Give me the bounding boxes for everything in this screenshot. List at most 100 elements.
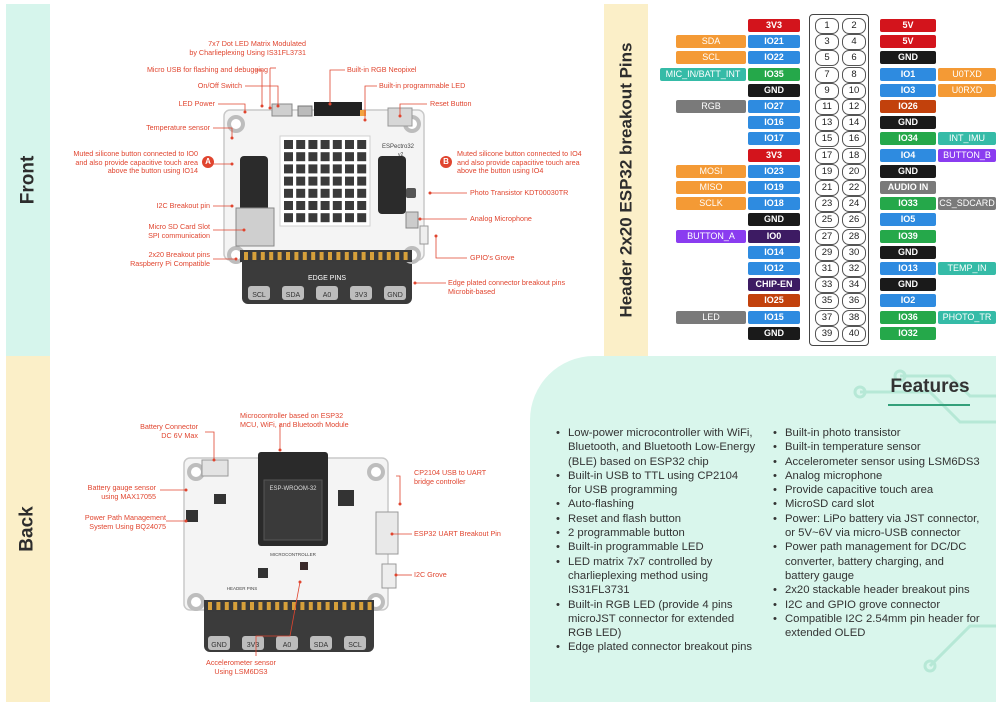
feature-item: Accelerometer sensor using LSM6DS3: [773, 455, 993, 470]
pin-number: 29: [815, 244, 839, 261]
feature-item: Low-power microcontroller with WiFi, Blu…: [556, 426, 776, 469]
pin-label: 5V: [880, 19, 936, 32]
ann-photo: Photo Transistor KDT00030TR: [470, 188, 569, 197]
pin-number: 37: [815, 309, 839, 326]
header-outline: [809, 14, 869, 346]
feature-item: Built-in RGB LED (provide 4 pins microJS…: [556, 598, 776, 641]
header-pin: [266, 602, 271, 610]
header-pin: [386, 252, 391, 260]
back-strip: [6, 356, 50, 702]
ann-onoff: On/Off Switch: [197, 81, 242, 90]
pin-number: 13: [815, 115, 839, 132]
header-pin: [224, 602, 229, 610]
pin-label: IO2: [880, 294, 936, 308]
feature-item: LED matrix 7x7 controlled by charlieplex…: [556, 555, 776, 598]
pin-label: IO4: [880, 148, 936, 162]
pin-label: SCLK: [676, 197, 746, 211]
led-dot: [357, 152, 367, 162]
edge-pad: [248, 286, 270, 300]
pin-label: PHOTO_TR: [938, 310, 996, 324]
pin-number: 27: [815, 228, 839, 245]
pin-label: IO32: [880, 326, 936, 340]
led-dot: [308, 176, 318, 186]
feature-item: Built-in temperature sensor: [773, 440, 993, 455]
header-pin: [359, 602, 364, 610]
led-dot: [332, 140, 342, 149]
pin-number: 18: [842, 147, 866, 164]
ann-grove: GPIO's Grove: [470, 253, 515, 262]
ann-accel: Accelerometer sensor Using LSM6DS3: [206, 658, 276, 676]
pin-label: GND: [880, 278, 936, 292]
pin-label: SDA: [676, 35, 746, 49]
pin-label: MISO: [676, 181, 746, 194]
header-pin: [325, 602, 330, 610]
header-pin: [353, 252, 358, 260]
pin-label: IO23: [748, 164, 800, 178]
led-dot: [357, 140, 367, 149]
feature-item: Auto-flashing: [556, 497, 776, 512]
pin-label: SCL: [676, 51, 746, 65]
led-dot: [320, 164, 330, 174]
pin-label: TEMP_IN: [938, 262, 996, 275]
edge-pad-label: GND: [211, 642, 227, 649]
pin-label: IO1: [880, 67, 936, 81]
ann-cp2104: CP2104 USB to UART bridge controller: [414, 468, 487, 486]
feature-item: Built-in USB to TTL using CP2104 for USB…: [556, 469, 776, 498]
ann-edge: Edge plated connector breakout pins Micr…: [448, 278, 566, 296]
feature-item: Built-in programmable LED: [556, 540, 776, 555]
led-dot: [308, 152, 318, 162]
feature-item: Compatible I2C 2.54mm pin header for ext…: [773, 612, 993, 641]
pin-number: 34: [842, 277, 866, 294]
pin-label: IO15: [748, 310, 800, 324]
header-pin: [328, 252, 332, 260]
led-dot: [308, 164, 318, 174]
led-dot: [320, 176, 330, 186]
pin-label: CS_SDCARD: [938, 197, 996, 211]
header-pin: [350, 602, 355, 610]
led-dot: [320, 188, 330, 198]
back-leader-lines: [160, 424, 412, 656]
pin-label: IO26: [880, 100, 936, 113]
header-pin: [252, 252, 257, 260]
pin-label: GND: [748, 213, 800, 227]
led-dot: [332, 176, 342, 186]
led-dot: [296, 201, 306, 210]
header-pin: [311, 252, 316, 260]
header-pin: [275, 602, 280, 610]
pin-label: U0TXD: [938, 67, 996, 81]
pin-number: 9: [815, 82, 839, 99]
led-dot: [320, 140, 330, 149]
pin-label: 5V: [880, 35, 936, 49]
pin-label: IO39: [880, 229, 936, 243]
pin-number: 33: [815, 277, 839, 294]
header-pin: [294, 252, 299, 260]
feature-item: Edge plated connector breakout pins: [556, 640, 776, 655]
pin-label: IO18: [748, 197, 800, 211]
ann-neopixel: Built-in RGB Neopixel: [347, 65, 417, 74]
pin-number: 22: [842, 180, 866, 196]
edge-pad-label: SCL: [252, 292, 266, 299]
header-strip: [604, 4, 648, 356]
edge-pad-label: GND: [387, 292, 403, 299]
pin-label: INT_IMU: [938, 132, 996, 146]
led-dot: [284, 201, 293, 210]
pin-number: 36: [842, 293, 866, 310]
led-dot: [320, 213, 330, 223]
feature-item: I2C and GPIO grove connector: [773, 598, 993, 613]
features-title: Features: [890, 376, 970, 397]
header-pin: [361, 252, 366, 260]
pin-label: BUTTON_B: [938, 148, 996, 162]
header-pin: [336, 252, 341, 260]
pin-number: 10: [842, 82, 866, 99]
feature-item: 2 programmable button: [556, 526, 776, 541]
pin-label: AUDIO IN: [880, 181, 936, 194]
pin-label: IO17: [748, 132, 800, 146]
pin-number: 14: [842, 115, 866, 132]
header-pin: [300, 602, 305, 610]
led-dot: [284, 213, 293, 223]
led-dot: [296, 164, 306, 174]
pin-number: 6: [842, 50, 866, 67]
feature-item: MicroSD card slot: [773, 497, 993, 512]
ann-tempsensor: Temperature sensor: [146, 123, 210, 132]
